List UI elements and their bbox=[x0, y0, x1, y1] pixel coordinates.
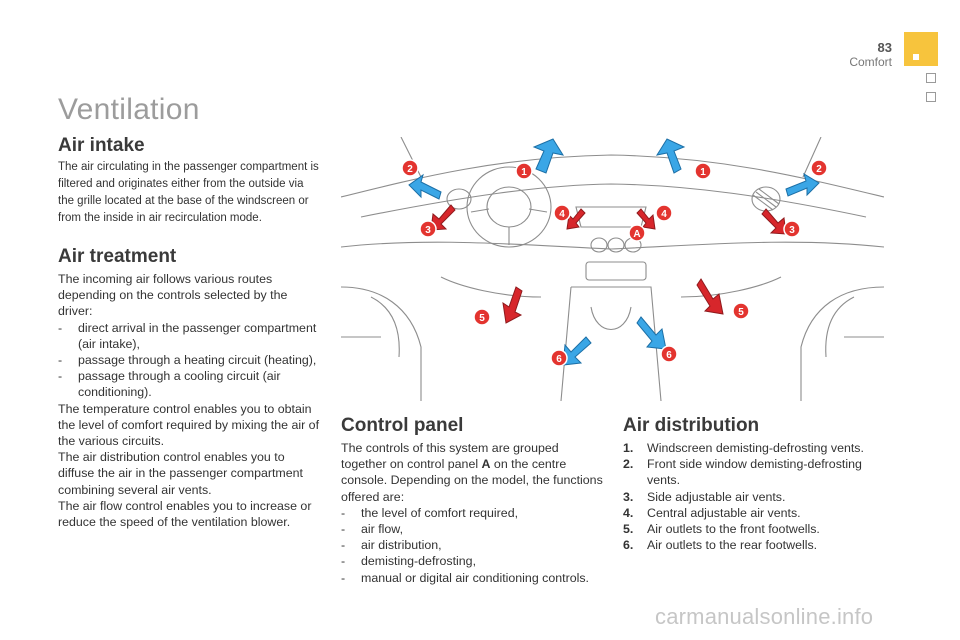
red-arrows bbox=[430, 204, 787, 324]
badge-1-right: 1 bbox=[694, 162, 712, 180]
svg-text:3: 3 bbox=[425, 225, 431, 236]
svg-text:5: 5 bbox=[738, 307, 744, 318]
badge-5-right: 5 bbox=[732, 302, 750, 320]
badge-5-left: 5 bbox=[473, 308, 491, 326]
list-item: 6.Air outlets to the rear footwells. bbox=[623, 538, 818, 553]
air-treatment-intro: The incoming air follows various routes … bbox=[58, 272, 288, 319]
control-panel-intro: The controls of this system are grouped … bbox=[341, 440, 603, 505]
list-item: 2.Front side window demisting-defrosting… bbox=[623, 457, 862, 488]
arrow-windscreen-left bbox=[532, 138, 565, 174]
svg-text:6: 6 bbox=[556, 354, 562, 365]
air-treatment-heading: Air treatment bbox=[58, 246, 177, 267]
air-distribution-heading: Air distribution bbox=[623, 415, 760, 436]
arrow-front-footwell-left bbox=[502, 286, 523, 324]
arrow-rear-footwell-right bbox=[636, 316, 667, 350]
air-treatment-body: The incoming air follows various routes … bbox=[58, 271, 320, 530]
list-item: passage through a cooling circuit (air c… bbox=[58, 368, 320, 400]
arrow-central-vent-right bbox=[636, 208, 656, 230]
blue-arrows bbox=[408, 138, 820, 366]
callout-badges: 1 1 2 2 3 3 4 4 5 5 6 6 A bbox=[401, 159, 828, 367]
chapter-tab-mark bbox=[913, 54, 919, 60]
list-item: 3.Side adjustable air vents. bbox=[623, 489, 786, 504]
svg-text:1: 1 bbox=[700, 167, 706, 178]
list-item: manual or digital air conditioning contr… bbox=[341, 570, 603, 586]
list-item: air distribution, bbox=[341, 537, 603, 553]
badge-3-left: 3 bbox=[419, 220, 437, 238]
section-name: Comfort bbox=[849, 55, 892, 69]
badge-6-left: 6 bbox=[550, 349, 568, 367]
svg-text:3: 3 bbox=[789, 225, 795, 236]
badge-2-right: 2 bbox=[810, 159, 828, 177]
badge-A: A bbox=[628, 224, 646, 242]
badge-3-right: 3 bbox=[783, 220, 801, 238]
air-intake-heading: Air intake bbox=[58, 135, 145, 156]
control-panel-intro-after: on the centre console. Depending on the … bbox=[341, 457, 603, 504]
control-panel-body: The controls of this system are grouped … bbox=[341, 440, 603, 586]
svg-text:4: 4 bbox=[559, 209, 565, 220]
badge-2-left: 2 bbox=[401, 159, 419, 177]
badge-4-left: 4 bbox=[553, 204, 571, 222]
arrow-side-window-right bbox=[785, 172, 820, 197]
badge-1-left: 1 bbox=[515, 162, 533, 180]
svg-text:5: 5 bbox=[479, 313, 485, 324]
watermark: carmanualsonline.info bbox=[655, 604, 874, 629]
page-title: Ventilation bbox=[58, 93, 200, 126]
control-panel-list: the level of comfort required, air flow,… bbox=[341, 505, 603, 586]
dashboard-ventilation-illustration: 1 1 2 2 3 3 4 4 5 5 6 6 A bbox=[341, 137, 884, 401]
control-panel-heading: Control panel bbox=[341, 415, 464, 436]
dashboard-lines bbox=[341, 137, 884, 401]
svg-text:6: 6 bbox=[666, 350, 672, 361]
arrow-windscreen-right bbox=[655, 138, 686, 174]
air-distribution-body: 1.Windscreen demisting-defrosting vents.… bbox=[623, 440, 873, 553]
page-number: 83 bbox=[877, 40, 892, 55]
arrow-side-vent-left bbox=[430, 204, 456, 231]
chapter-box-2 bbox=[926, 92, 936, 102]
list-item: air flow, bbox=[341, 521, 603, 537]
list-item: 4.Central adjustable air vents. bbox=[623, 505, 801, 520]
list-item: direct arrival in the passenger compartm… bbox=[58, 320, 320, 352]
air-intake-text: The air circulating in the passenger com… bbox=[58, 161, 319, 224]
badge-6-right: 6 bbox=[660, 345, 678, 363]
svg-text:1: 1 bbox=[521, 167, 527, 178]
arrow-central-vent-left bbox=[566, 208, 586, 230]
control-panel-intro-before: The controls of this system are grouped … bbox=[341, 441, 559, 472]
svg-text:A: A bbox=[633, 229, 640, 240]
list-item: 5.Air outlets to the front footwells. bbox=[623, 522, 820, 537]
air-distribution-list: 1.Windscreen demisting-defrosting vents.… bbox=[623, 440, 873, 553]
svg-text:2: 2 bbox=[407, 164, 413, 175]
arrow-side-window-left bbox=[408, 173, 442, 200]
arrow-side-vent-right bbox=[761, 208, 787, 235]
airflow-paragraph: The air flow control enables you to incr… bbox=[58, 498, 312, 530]
svg-text:2: 2 bbox=[816, 164, 822, 175]
arrow-rear-footwell-left bbox=[562, 336, 592, 366]
distribution-paragraph: The air distribution control enables you… bbox=[58, 450, 303, 497]
arrow-front-footwell-right bbox=[696, 278, 724, 315]
control-panel-label-A: A bbox=[481, 457, 491, 472]
svg-text:4: 4 bbox=[661, 209, 667, 220]
list-item: passage through a heating circuit (heati… bbox=[58, 352, 320, 368]
air-treatment-list: direct arrival in the passenger compartm… bbox=[58, 320, 320, 401]
list-item: demisting-defrosting, bbox=[341, 553, 603, 569]
chapter-tab bbox=[904, 32, 938, 66]
list-item: 1.Windscreen demisting-defrosting vents. bbox=[623, 441, 864, 455]
list-item: the level of comfort required, bbox=[341, 505, 603, 521]
dashboard-drawing: 1 1 2 2 3 3 4 4 5 5 6 6 A bbox=[341, 137, 884, 401]
chapter-box-1 bbox=[926, 73, 936, 83]
temperature-paragraph: The temperature control enables you to o… bbox=[58, 401, 320, 449]
badge-4-right: 4 bbox=[655, 204, 673, 222]
